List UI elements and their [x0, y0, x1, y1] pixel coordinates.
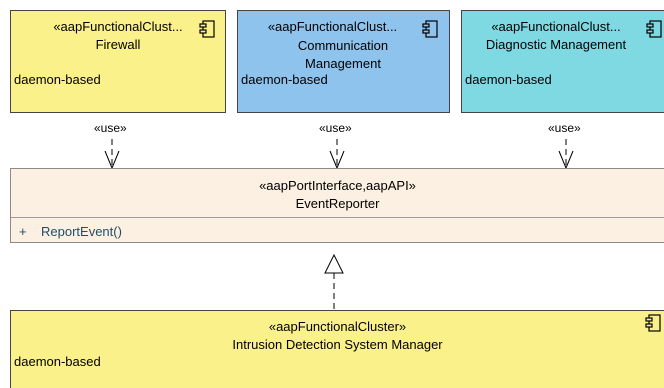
cluster-property: daemon-based — [465, 72, 552, 87]
cluster-firewall[interactable]: «aapFunctionalClust... Firewall daemon-b… — [10, 10, 226, 113]
use-dependency-arrow[interactable] — [104, 139, 120, 170]
cluster-stereotype: «aapFunctionalCluster» — [268, 319, 407, 334]
cluster-intrusion-detection-system-manager[interactable]: «aapFunctionalCluster» Intrusion Detecti… — [10, 310, 664, 388]
cluster-communication-management[interactable]: «aapFunctionalClust... Communication Man… — [237, 10, 450, 113]
interface-event-reporter[interactable]: «aapPortInterface,aapAPI» EventReporter … — [10, 168, 664, 243]
use-dependency-arrow[interactable] — [558, 139, 574, 170]
use-label: «use» — [94, 121, 127, 135]
component-icon — [646, 20, 662, 38]
cluster-name: Communication Management — [297, 38, 389, 71]
operation-visibility: + — [19, 224, 27, 239]
cluster-property: daemon-based — [14, 354, 101, 369]
cluster-stereotype: «aapFunctionalClust... — [53, 19, 183, 34]
interface-name: EventReporter — [295, 196, 380, 211]
operation-row[interactable]: + ReportEvent() — [11, 217, 664, 244]
cluster-name: Firewall — [95, 37, 141, 52]
interface-stereotype: «aapPortInterface,aapAPI» — [259, 178, 416, 193]
cluster-stereotype: «aapFunctionalClust... — [267, 19, 398, 34]
cluster-name: Diagnostic Management — [485, 37, 627, 52]
realization-arrow[interactable] — [324, 253, 344, 310]
component-icon — [199, 20, 215, 38]
use-label: «use» — [319, 121, 352, 135]
cluster-name: Intrusion Detection System Manager — [232, 337, 443, 352]
use-label: «use» — [548, 121, 581, 135]
operation-name: ReportEvent() — [41, 224, 122, 239]
cluster-stereotype: «aapFunctionalClust... — [491, 19, 621, 34]
cluster-diagnostic-management[interactable]: «aapFunctionalClust... Diagnostic Manage… — [461, 10, 664, 113]
cluster-property: daemon-based — [241, 72, 328, 87]
use-dependency-arrow[interactable] — [329, 139, 345, 170]
component-icon — [422, 20, 438, 38]
component-icon — [645, 314, 661, 332]
cluster-property: daemon-based — [14, 72, 101, 87]
